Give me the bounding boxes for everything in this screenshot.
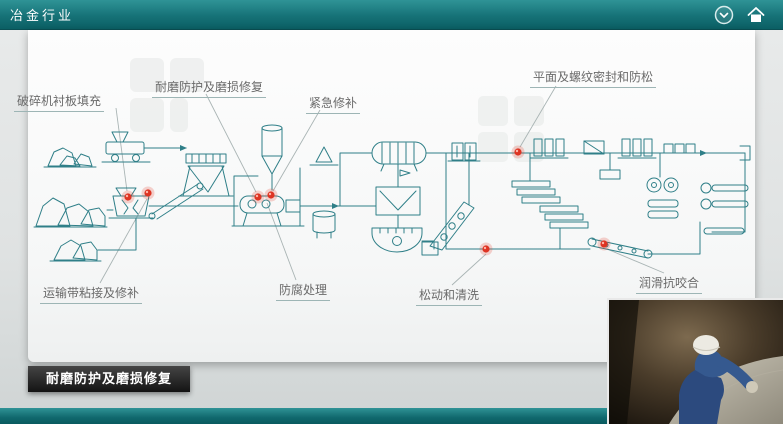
hotspot-label-emergency-repair[interactable]: 紧急修补	[306, 94, 361, 114]
hotspot-label-conveyor-belt-bonding[interactable]: 运输带粘接及修补	[40, 284, 143, 304]
hotspot-dot-crusher-liner-filling[interactable]	[121, 190, 135, 204]
hotspot-dot-surface-thread-sealing[interactable]	[511, 145, 525, 159]
equipment-lineart	[33, 124, 751, 262]
hotspot-dot-wear-protection-repair[interactable]	[251, 190, 265, 204]
page-title: 冶金行业	[10, 8, 75, 23]
flow-arrows	[180, 145, 707, 209]
hotspot-label-lubrication-antiseize[interactable]: 润滑抗咬合	[636, 274, 703, 294]
hotspot-dot-conveyor-belt-bonding[interactable]	[141, 186, 155, 200]
hotspot-dot-emergency-repair[interactable]	[264, 188, 278, 202]
hotspot-label-wear-protection-repair[interactable]: 耐磨防护及磨损修复	[152, 78, 267, 98]
hotspot-label-loosening-cleaning[interactable]: 松动和清洗	[416, 286, 483, 306]
hotspot-dots	[121, 145, 611, 256]
hotspot-dot-loosening-cleaning[interactable]	[479, 242, 493, 256]
label-connectors	[99, 85, 665, 286]
title-bar: 冶金行业	[0, 0, 783, 30]
hotspot-dot-lubrication-antiseize[interactable]	[597, 237, 611, 251]
hotspot-label-anticorrosion-treatment[interactable]: 防腐处理	[276, 281, 331, 301]
worker-photo	[607, 298, 783, 424]
header-icons	[713, 4, 767, 26]
chevron-down-circle-icon[interactable]	[713, 4, 735, 26]
selected-topic-label: 耐磨防护及磨损修复	[46, 371, 173, 386]
hotspot-label-surface-thread-sealing[interactable]: 平面及螺纹密封和防松	[530, 68, 657, 88]
worker-photo-image	[609, 300, 783, 424]
selected-topic-bar: 耐磨防护及磨损修复	[28, 366, 191, 392]
bottom-strip	[0, 408, 783, 424]
home-icon[interactable]	[745, 4, 767, 26]
hotspot-label-crusher-liner-filling[interactable]: 破碎机衬板填充	[14, 92, 105, 112]
